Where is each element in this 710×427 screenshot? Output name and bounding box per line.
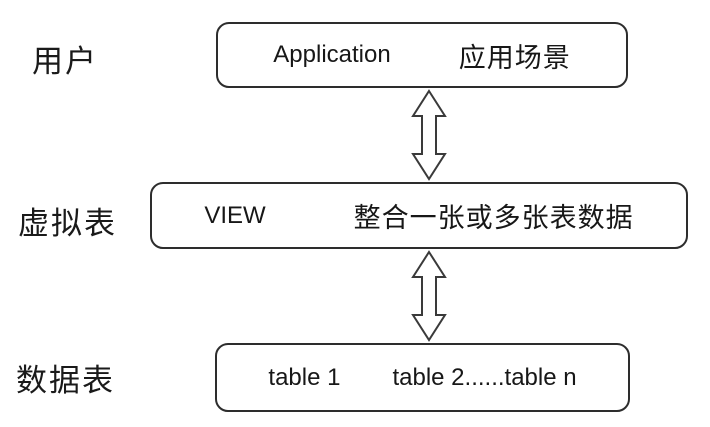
view-box: VIEW 整合一张或多张表数据 xyxy=(150,182,688,249)
tables-box-right-text: table 2......table n xyxy=(392,363,577,391)
label-data-table: 数据表 xyxy=(16,363,115,398)
application-box-left-text: Application xyxy=(273,41,391,68)
application-box-right-text: 应用场景 xyxy=(458,42,571,73)
up-down-arrow-icon xyxy=(411,250,447,342)
label-virtual-table: 虚拟表 xyxy=(18,206,117,241)
label-user: 用户 xyxy=(32,44,98,79)
application-box: Application 应用场景 xyxy=(216,22,628,88)
view-box-right-text: 整合一张或多张表数据 xyxy=(353,203,634,233)
up-down-arrow-icon xyxy=(411,89,447,181)
view-box-left-text: VIEW xyxy=(204,201,266,229)
tables-box-left-text: table 1 xyxy=(268,363,341,391)
tables-box: table 1 table 2......table n xyxy=(215,343,630,412)
